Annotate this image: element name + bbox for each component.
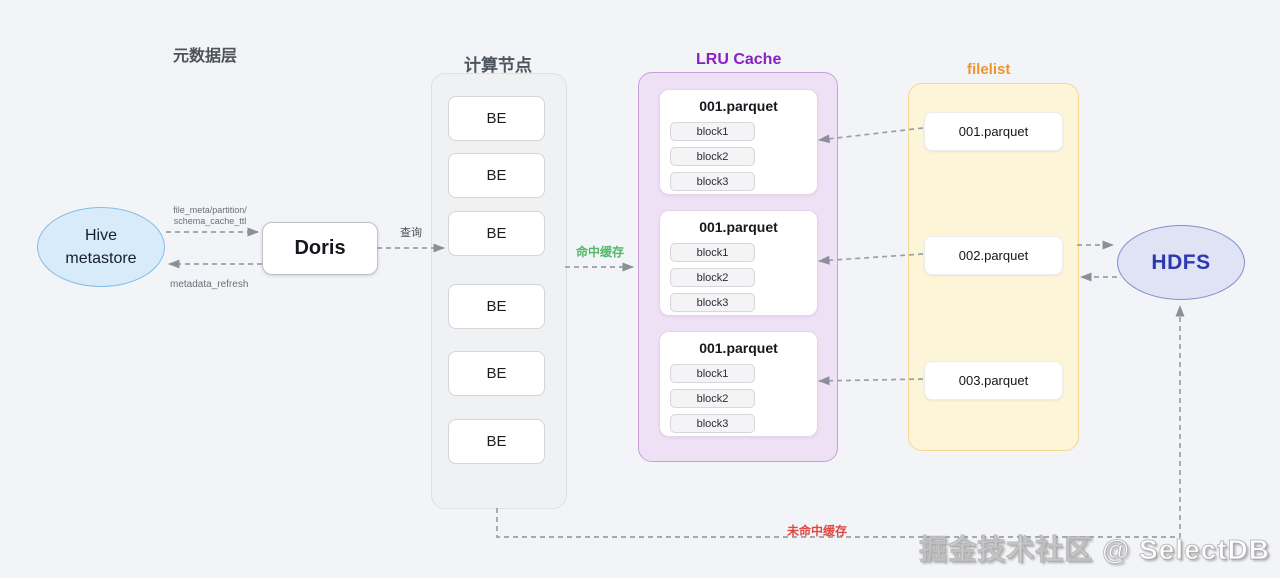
hive-label-line1: Hive xyxy=(84,227,117,244)
cache-block: block2 xyxy=(670,147,755,166)
be-node: BE xyxy=(448,351,545,396)
lru-card-title: 001.parquet xyxy=(699,340,778,356)
filelist-title: filelist xyxy=(967,61,1011,78)
lru-card: 001.parquet block1 block2 block3 xyxy=(659,331,818,437)
compute-nodes-title: 计算节点 xyxy=(464,56,532,75)
filelist-item: 001.parquet xyxy=(924,112,1063,151)
file-meta-label-line1: file_meta/partition/ xyxy=(173,205,247,215)
lru-card: 001.parquet block1 block2 block3 xyxy=(659,210,818,316)
query-label: 查询 xyxy=(400,227,422,239)
hive-label-line2: metastore xyxy=(65,250,137,267)
cache-block: block1 xyxy=(670,243,755,262)
cache-block: block3 xyxy=(670,293,755,312)
lru-card-title: 001.parquet xyxy=(699,219,778,235)
watermark: 掘金技术社区 @ SelectDB xyxy=(919,534,1270,566)
lru-card: 001.parquet block1 block2 block3 xyxy=(659,89,818,195)
cache-block: block3 xyxy=(670,414,755,433)
cache-block: block1 xyxy=(670,122,755,141)
be-node: BE xyxy=(448,419,545,464)
be-node: BE xyxy=(448,284,545,329)
be-node: BE xyxy=(448,153,545,198)
lru-cache-container: 001.parquet block1 block2 block3 001.par… xyxy=(638,72,838,462)
lru-cache-title: LRU Cache xyxy=(696,51,782,68)
doris-node: Doris xyxy=(262,222,378,275)
file-meta-edge-label: file_meta/partition/ schema_cache_ttl xyxy=(156,205,264,227)
cache-hit-label: 命中缓存 xyxy=(576,245,625,259)
cache-block: block3 xyxy=(670,172,755,191)
metadata-refresh-label: metadata_refresh xyxy=(170,279,249,290)
cache-block: block2 xyxy=(670,268,755,287)
hive-metastore-node: Hive metastore xyxy=(37,207,165,287)
be-node: BE xyxy=(448,96,545,141)
filelist-item: 002.parquet xyxy=(924,236,1063,275)
file-meta-label-line2: schema_cache_ttl xyxy=(173,216,247,226)
cache-block: block1 xyxy=(670,364,755,383)
cache-block: block2 xyxy=(670,389,755,408)
be-node: BE xyxy=(448,211,545,256)
metadata-layer-title: 元数据层 xyxy=(173,48,238,65)
compute-container: BE BE BE BE BE BE xyxy=(431,73,567,509)
hdfs-node: HDFS xyxy=(1117,225,1245,300)
filelist-item: 003.parquet xyxy=(924,361,1063,400)
filelist-container: 001.parquet 002.parquet 003.parquet xyxy=(908,83,1079,451)
lru-card-title: 001.parquet xyxy=(699,98,778,114)
cache-miss-label: 未命中缓存 xyxy=(787,524,848,538)
